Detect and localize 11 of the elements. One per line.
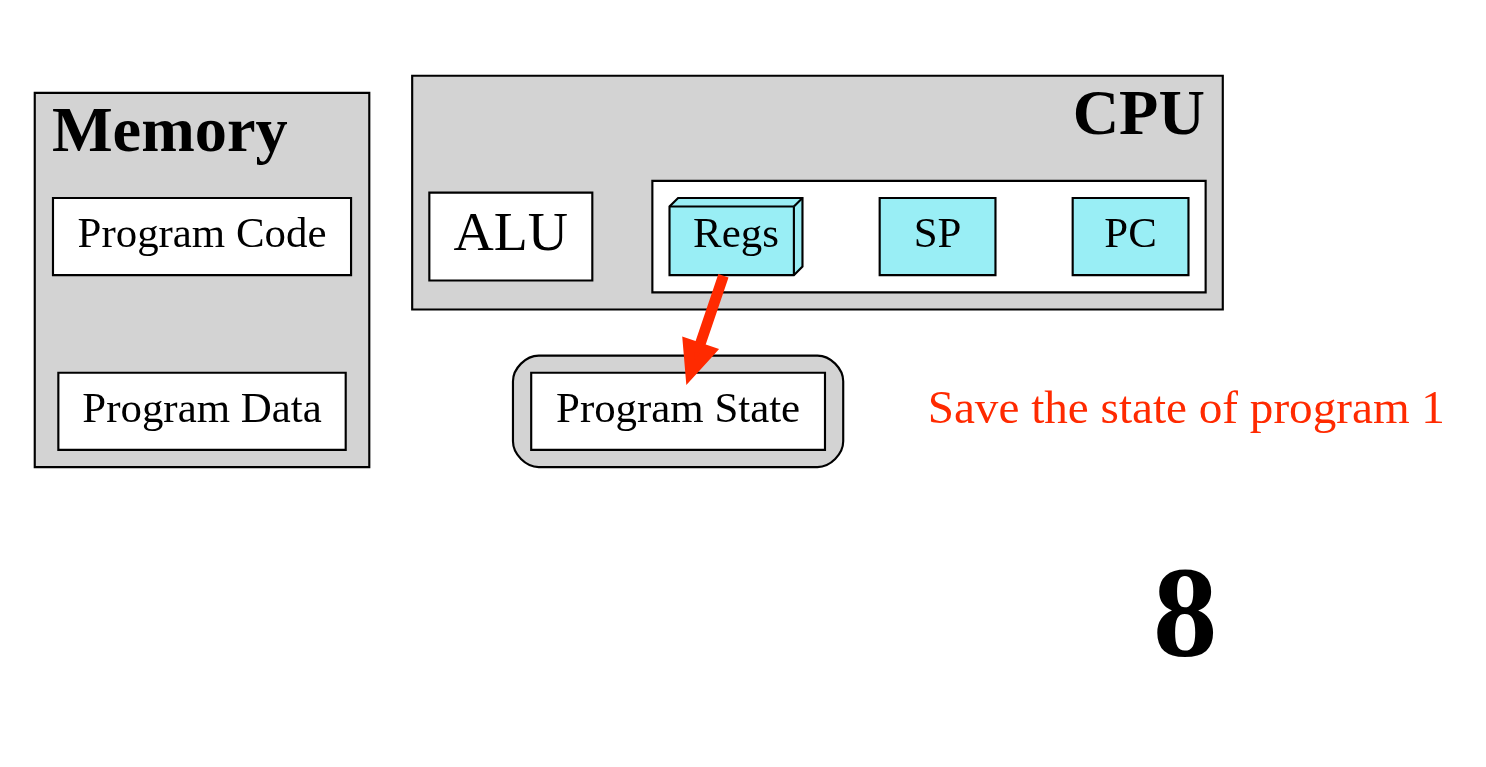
cluster [511,354,844,468]
arrow [681,273,728,385]
label: Save the state of program 1 [927,380,1445,433]
label: 8 [1152,540,1217,684]
node-box: Program Code [51,196,352,276]
node-box: SP [878,196,997,276]
node-box: Program Data [56,371,347,451]
cluster [650,179,1207,293]
node-box: ALU [427,191,593,282]
node-box: Program State [529,371,826,451]
node-box: PC [1071,196,1190,276]
